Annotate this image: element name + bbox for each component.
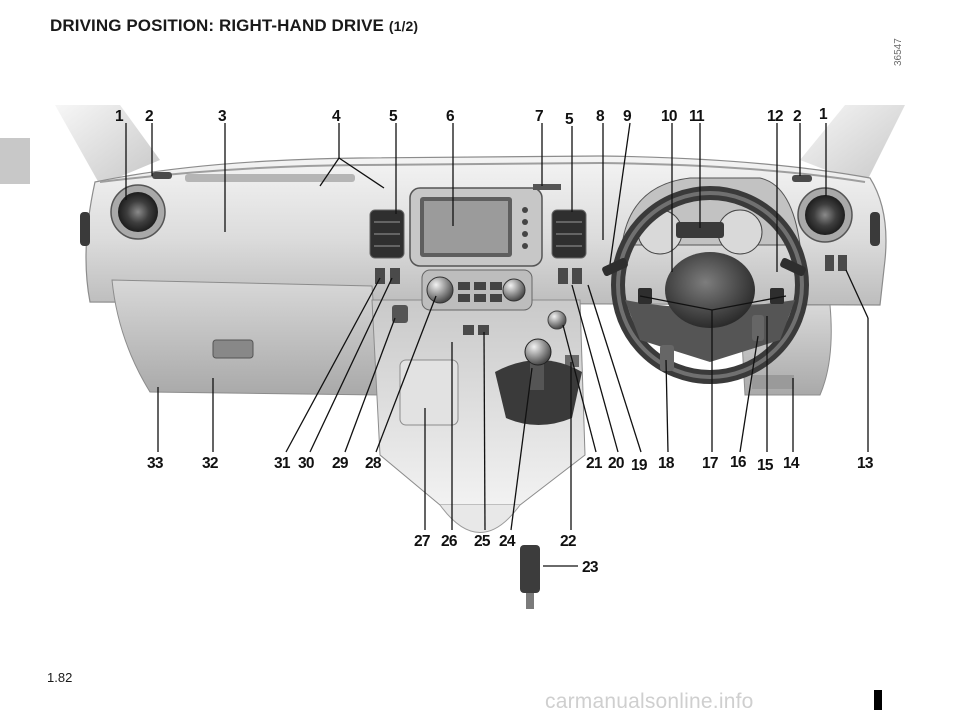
callout-28: 28 — [365, 455, 382, 472]
right-side-air-vent — [805, 195, 845, 235]
console-base — [439, 504, 521, 533]
gear-lever-knob — [524, 338, 552, 366]
callout-17: 17 — [702, 455, 718, 472]
callout-1-left: 1 — [115, 108, 124, 125]
speedometer — [717, 209, 763, 255]
dashboard-top-edge — [99, 161, 866, 183]
corner-mark — [874, 690, 882, 710]
callout-31: 31 — [274, 455, 291, 472]
multimedia-display — [424, 201, 508, 253]
gear-lever-gaiter — [495, 360, 582, 425]
title-main: DRIVING POSITION: RIGHT-HAND DRIVE — [50, 16, 384, 35]
callout-24: 24 — [499, 533, 516, 550]
page-number: 1.82 — [47, 670, 73, 685]
callout-2-right: 2 — [793, 108, 801, 125]
left-speaker — [152, 172, 172, 179]
callout-13: 13 — [857, 455, 874, 472]
climate-right-knob — [502, 278, 526, 302]
fuse-box-cover — [752, 375, 794, 389]
climate-buttons — [458, 282, 502, 302]
callout-8: 8 — [596, 108, 605, 125]
glovebox-panel — [111, 279, 381, 396]
callout-5-left: 5 — [389, 108, 398, 125]
callout-4: 4 — [332, 108, 341, 125]
glovebox-handle — [212, 339, 254, 359]
callout-5-right: 5 — [565, 111, 574, 128]
storage-compartment — [399, 359, 459, 426]
callout-20: 20 — [608, 455, 624, 472]
right-speaker — [792, 175, 812, 182]
callout-32: 32 — [202, 455, 218, 472]
demister-vent — [185, 174, 355, 182]
vent-slats — [374, 221, 582, 247]
callout-14: 14 — [783, 455, 800, 472]
bonnet-release — [660, 345, 674, 371]
callout-11: 11 — [689, 108, 705, 125]
title-part: (1/2) — [388, 18, 419, 34]
cigarette-lighter — [547, 310, 567, 330]
hazard-warning-switch — [533, 184, 561, 190]
callout-22: 22 — [560, 533, 576, 550]
switch-blocks — [375, 255, 847, 335]
callout-leader-lines — [125, 122, 869, 567]
callout-19: 19 — [631, 457, 648, 474]
multimedia-buttons — [522, 207, 528, 249]
right-door-vent — [870, 212, 880, 246]
callout-25: 25 — [474, 533, 491, 550]
left-a-pillar — [55, 105, 160, 185]
left-side-air-vent — [118, 192, 158, 232]
callout-15: 15 — [757, 457, 774, 474]
callout-10: 10 — [661, 108, 677, 125]
callout-12: 12 — [767, 108, 783, 125]
callout-21: 21 — [586, 455, 603, 472]
gear-lever-shaft — [530, 360, 544, 390]
steering-wheel-hub — [665, 252, 755, 328]
callout-7: 7 — [535, 108, 543, 125]
watermark: carmanualsonline.info — [545, 690, 754, 713]
section-tab — [0, 138, 30, 184]
callout-3: 3 — [218, 108, 227, 125]
steering-adjust-lever — [752, 315, 764, 341]
callout-1-right: 1 — [819, 106, 828, 123]
climate-left-knob — [426, 276, 454, 304]
callout-27: 27 — [414, 533, 430, 550]
left-door-vent — [80, 212, 90, 246]
callout-18: 18 — [658, 455, 675, 472]
steering-controls — [602, 257, 806, 304]
callout-6: 6 — [446, 108, 455, 125]
callout-29: 29 — [332, 455, 349, 472]
parking-brake-stem — [526, 593, 534, 609]
callout-30: 30 — [298, 455, 314, 472]
callout-26: 26 — [441, 533, 458, 550]
callout-33: 33 — [147, 455, 164, 472]
callout-2-left: 2 — [145, 108, 153, 125]
callout-23: 23 — [582, 559, 599, 576]
steering-wheel-rim-highlight — [616, 191, 804, 379]
parking-brake-handle — [520, 545, 540, 593]
cluster-display — [676, 222, 724, 238]
page-title: DRIVING POSITION: RIGHT-HAND DRIVE (1/2) — [50, 16, 418, 36]
callout-labels: 1 2 3 4 5 6 7 5 8 9 10 11 12 2 1 13 14 1… — [115, 106, 875, 576]
callout-16: 16 — [730, 454, 747, 471]
accessory-socket — [392, 305, 408, 323]
callout-9: 9 — [623, 108, 632, 125]
